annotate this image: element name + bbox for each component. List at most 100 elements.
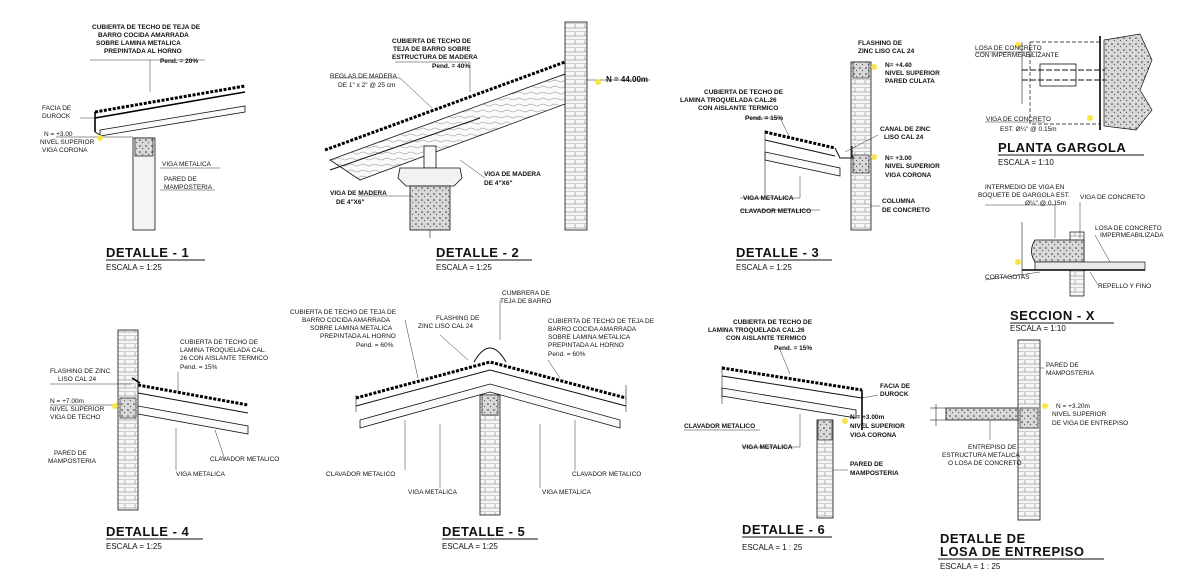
svg-text:ENTREPISO DE ESTRUCTURA: ENTREPISO DE ESTRUCTURA METALICA O LOSA … <box>942 444 1022 467</box>
d4-cubierta-l2: LAMINA TROQUELADA CAL. <box>180 347 266 354</box>
d1-facia-l1: FACIA DE <box>42 105 72 112</box>
d3-crown-beam <box>852 154 870 174</box>
d6-facia-l2: DUROCK <box>880 391 909 398</box>
d4-scale: ESCALA = 1:25 <box>106 542 162 551</box>
d3-steel-beam <box>764 151 841 177</box>
d6-clavador-label: CLAVADOR METALICO <box>684 423 755 430</box>
svg-text:REGLAS DE MADERA DE 1" x: REGLAS DE MADERA DE 1" x 2" @ 25 cm <box>330 73 398 89</box>
detalle-5: CUMBRERA DE TEJA DE BARRO CUBIERTA DE TE… <box>290 290 655 551</box>
d2-vigaMadera1-l2: DE 4"X6" <box>484 180 513 187</box>
detalle-6: CUBIERTA DE TECHO DE LAMINA TROQUELADA C… <box>684 319 911 552</box>
d1-cubierta-l2: BARRO COCIDA AMARRADA <box>98 32 189 39</box>
d6-cubierta-l4: Pend. = 15% <box>774 345 812 352</box>
d3-zinc-gutter <box>834 146 853 159</box>
d5-scale: ESCALA = 1:25 <box>442 542 498 551</box>
d3-canal-l2: LISO CAL 24 <box>884 134 924 141</box>
d1-nivel-l2: NIVEL SUPERIOR <box>40 139 95 146</box>
svg-text:N = +3.20m NIVEL SUPERIO: N = +3.20m NIVEL SUPERIOR DE VIGA DE ENT… <box>1052 403 1128 427</box>
d3-columna-l1: COLUMNA <box>882 198 916 205</box>
losa-title-l1: DETALLE DE <box>940 531 1026 546</box>
d1-title: DETALLE - 1 <box>106 245 189 260</box>
svg-text:N= +3.00 NIVEL SUPERIOR: N= +3.00 NIVEL SUPERIOR VIGA CORONA <box>885 155 942 179</box>
d2-nivel: N = 44.00m <box>606 75 648 84</box>
d3-clavador-label: CLAVADOR METALICO <box>740 208 811 215</box>
losa-nivel-l2: NIVEL SUPERIOR <box>1052 411 1107 418</box>
d1-steel-beam <box>99 105 246 137</box>
d4-viga-label: VIGA METALICA <box>176 471 226 478</box>
d3-cubierta-l1: CUBIERTA DE TECHO DE <box>704 89 784 96</box>
d6-nivel-l2: NIVEL SUPERIOR <box>850 423 905 430</box>
d5-steel-beams <box>359 383 621 429</box>
d2-column <box>409 185 451 231</box>
d6-crown-beam <box>817 419 833 441</box>
d5-cubiertaDer-l3: SOBRE LAMINA METALICA <box>548 334 631 341</box>
d1-scale: ESCALA = 1:25 <box>106 263 162 272</box>
d5-cubiertaIzq-l3: SOBRE LAMINA METALICA <box>310 325 393 332</box>
d6-scale: ESCALA = 1 : 25 <box>742 543 803 552</box>
d2-vigaMadera1-l1: VIGA DE MADERA <box>484 171 541 178</box>
d5-flashing-l2: ZINC LISO CAL 24 <box>418 323 473 330</box>
d3-nivel1-l3: PARED CULATA <box>885 78 935 85</box>
losa-pared-l1: PARED DE <box>1046 362 1079 369</box>
svg-text:PARED DE MAMPOSTERIA: PARED DE MAMPOSTERIA <box>850 461 899 477</box>
d6-nivel-l1: N = +3.00m <box>850 414 885 421</box>
d4-flashing-l2: LISO CAL 24 <box>58 376 96 383</box>
d4-cubierta-l4: Pend. = 15% <box>180 364 218 371</box>
d3-nivel1-l2: NIVEL SUPERIOR <box>885 70 940 77</box>
d1-nivel-l3: VIGA CORONA <box>42 147 88 154</box>
d4-flashing-l1: FLASHING DE ZINC <box>50 368 111 375</box>
d3-nivel2-l1: N= +3.00 <box>885 155 912 162</box>
d5-ridge-tile <box>473 347 507 363</box>
svg-text:LOSA DE CONCRETO IMPERME: LOSA DE CONCRETO IMPERMEABILIZADA <box>1095 225 1164 239</box>
gargola-title: PLANTA GARGOLA <box>998 140 1126 155</box>
d4-nivel-l2: NIVEL SUPERIOR <box>50 406 105 413</box>
d5-cubiertaIzq-l1: CUBIERTA DE TECHO DE TEJA DE <box>290 309 397 316</box>
svg-text:COLUMNA DE CONCRETO: COLUMNA DE CONCRETO <box>882 198 930 214</box>
d4-nivel-l3: VIGA DE TECHO <box>50 414 100 421</box>
d3-flashing-l1: FLASHING DE <box>858 40 903 47</box>
d4-cubierta-l3: 26 CON AISLANTE TERMICO <box>180 355 268 362</box>
d5-cubiertaIzq-l5: Pend. = 60% <box>356 342 394 349</box>
svg-text:CANAL DE ZINC LISO CAL 2: CANAL DE ZINC LISO CAL 24 <box>880 126 932 141</box>
d5-roof-tiles <box>355 360 627 400</box>
svg-text:FLASHING DE ZINC LISO CA: FLASHING DE ZINC LISO CAL 24 <box>50 368 112 383</box>
svg-text:N = +3.00 NIVEL SUPERIOR: N = +3.00 NIVEL SUPERIOR VIGA CORONA <box>40 131 96 154</box>
losa-entrepiso-l2: ESTRUCTURA METALICA <box>942 452 1021 459</box>
d6-cubierta-l2: LAMINA TROQUELADA CAL.26 <box>708 327 805 334</box>
d6-cubierta-l3: CON AISLANTE TERMICO <box>726 335 806 342</box>
d2-vigaMadera2-l1: VIGA DE MADERA <box>330 190 387 197</box>
d6-cubierta-l1: CUBIERTA DE TECHO DE <box>733 319 813 326</box>
svg-text:CUMBRERA DE TEJA DE BARR: CUMBRERA DE TEJA DE BARRO <box>500 290 552 305</box>
d5-beam <box>481 394 499 416</box>
d4-title: DETALLE - 4 <box>106 524 190 539</box>
d3-title: DETALLE - 3 <box>736 245 819 260</box>
d6-steel-beam <box>721 387 857 419</box>
d3-cubierta-l4: Pend. = 15% <box>745 115 783 122</box>
svg-text:N= +4.40 NIVEL SUPERIOR: N= +4.40 NIVEL SUPERIOR PARED CULATA <box>885 62 942 85</box>
seccion-title: SECCION - X <box>1010 308 1095 323</box>
seccion-losa-l2: IMPERMEABILIZADA <box>1100 232 1164 239</box>
gargola-viga-l1: VIGA DE CONCRETO <box>986 116 1051 123</box>
seccion-cortagotas: CORTAGOTAS <box>985 274 1030 281</box>
d2-masonry-wall <box>564 21 588 231</box>
d5-clavadorDer: CLAVADOR METALICO <box>572 471 641 478</box>
svg-text:VIGA DE MADERA DE 4"X6": VIGA DE MADERA DE 4"X6" <box>330 190 388 206</box>
seccion-x: INTERMEDIO DE VIGA EN BOQUETE DE GARGOLA… <box>978 184 1164 333</box>
d1-facia-l2: DUROCK <box>42 113 71 120</box>
d5-clavadorIzq: CLAVADOR METALICO <box>326 471 395 478</box>
d3-columna-l2: DE CONCRETO <box>882 207 930 214</box>
svg-text:FACIA DE DUROCK: FACIA DE DUROCK <box>42 105 73 120</box>
d1-cubierta-l5: Pend. = 20% <box>160 58 198 65</box>
d3-nivel2-l2: NIVEL SUPERIOR <box>885 163 940 170</box>
d3-nivel2-l3: VIGA CORONA <box>885 172 932 179</box>
seccion-intermedio-l1: INTERMEDIO DE VIGA EN <box>985 184 1065 191</box>
d3-scale: ESCALA = 1:25 <box>736 263 792 272</box>
d1-crown-beam <box>134 137 154 157</box>
gargola-masonry <box>1103 33 1153 131</box>
d2-cubierta-l1: CUBIERTA DE TECHO DE <box>392 38 472 45</box>
d4-nivel-l1: N = +7.00m <box>50 398 84 405</box>
d4-beam <box>119 397 137 419</box>
d1-cubierta-l1: CUBIERTA DE TECHO DE TEJA DE <box>92 24 201 31</box>
seccion-slab <box>1034 261 1146 271</box>
d1-roof-sheet <box>94 91 246 119</box>
